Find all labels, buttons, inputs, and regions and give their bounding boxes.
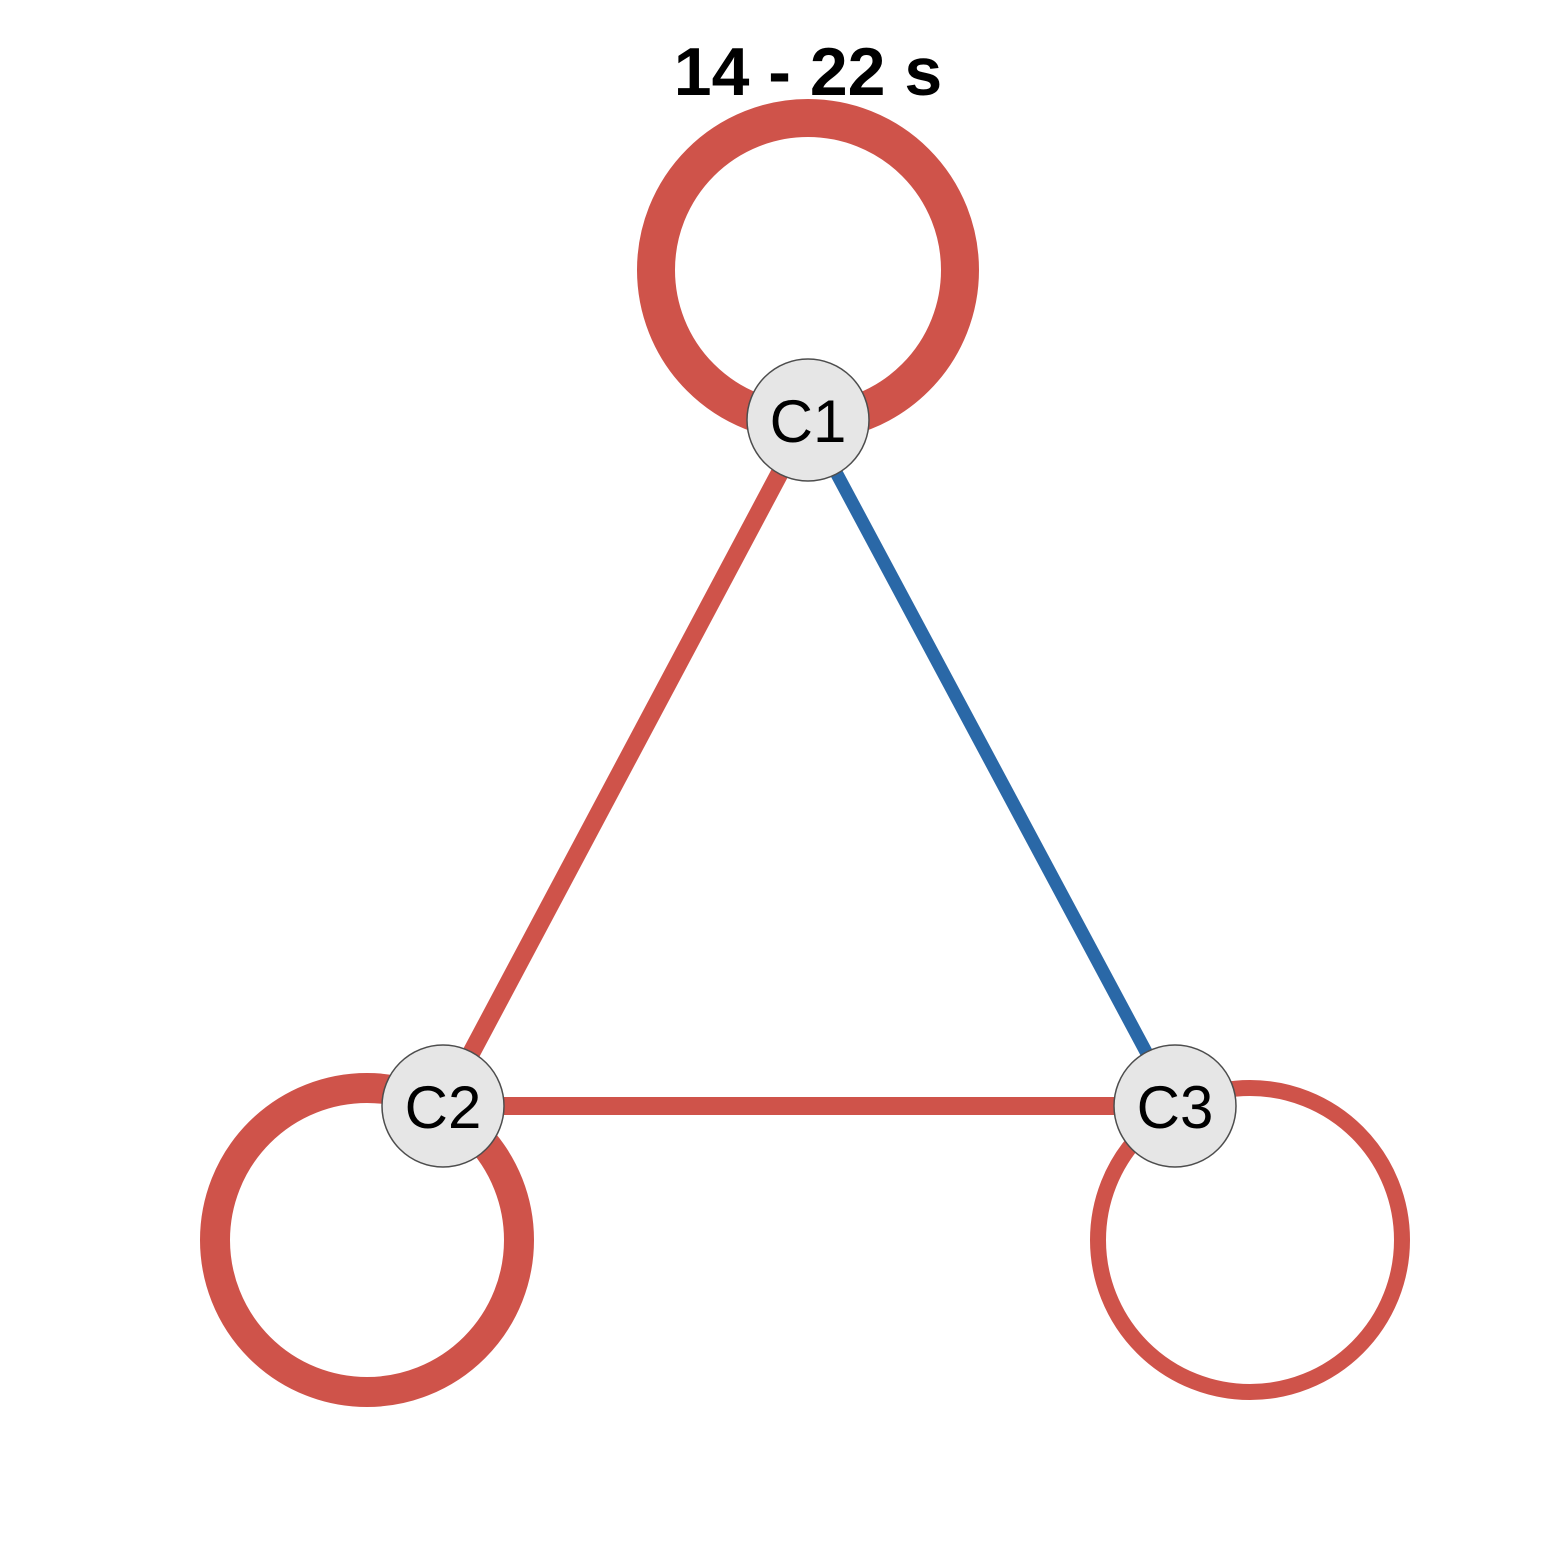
edge-c1-c2: [435, 415, 816, 1111]
self-loop-c3: [1090, 1080, 1410, 1400]
node-c1: C1: [746, 358, 870, 482]
node-c2-circle: [381, 1044, 505, 1168]
node-c2: C2: [381, 1044, 505, 1168]
node-c2-label: C2: [405, 1074, 482, 1141]
node-c1-label: C1: [770, 388, 847, 455]
self-loop-c2: [200, 1073, 534, 1407]
diagram-title: 14 - 22 s: [674, 34, 942, 110]
node-c3: C3: [1113, 1044, 1237, 1168]
node-c3-label: C3: [1137, 1074, 1214, 1141]
edge-c1-c3: [802, 416, 1181, 1110]
node-c1-circle: [746, 358, 870, 482]
node-c3-circle: [1113, 1044, 1237, 1168]
